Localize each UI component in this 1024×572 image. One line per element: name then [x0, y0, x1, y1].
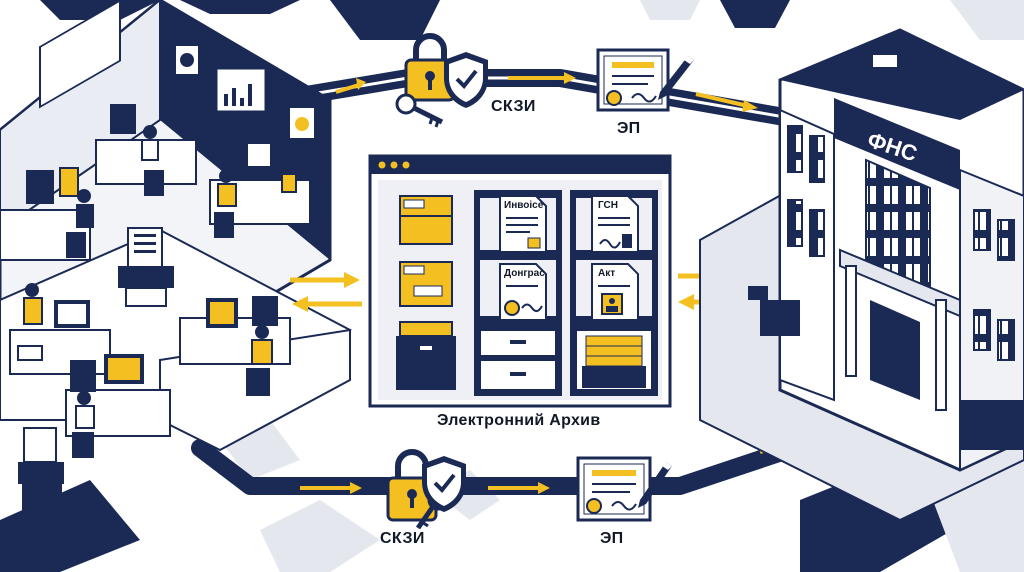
archive-window: Инвоісе Донграс ГСН Акт: [368, 154, 672, 408]
certificate-icon: [596, 48, 670, 112]
top-crypto-icons: [395, 33, 488, 128]
left-exchange-arrows: [290, 272, 362, 312]
contract-document-title: Донграс: [504, 268, 545, 279]
top-signature-label: ЭП: [617, 120, 641, 137]
left-office: [0, 0, 352, 520]
archive-caption: Электронний Архив: [437, 412, 601, 429]
folder-icon: [399, 261, 453, 307]
certificate-icon: [576, 456, 652, 522]
gsn-document-title: ГСН: [598, 200, 618, 211]
arrow-icon: [695, 92, 749, 108]
act-document: Акт: [591, 263, 639, 321]
top-flow-path: [291, 69, 799, 127]
pen-icon: [658, 56, 694, 100]
bottom-crypto-label: СКЗИ: [380, 530, 425, 547]
invoice-document-title: Инвоісе: [504, 200, 544, 211]
gsn-document: ГСН: [591, 195, 639, 253]
act-document-title: Акт: [598, 268, 615, 279]
arrow-icon: [356, 78, 366, 90]
tax-office-building: ФНС: [699, 28, 1024, 522]
pen-icon: [638, 462, 672, 508]
folder-icon: [396, 321, 456, 390]
folder-column: [396, 195, 456, 390]
top-crypto-label: СКЗИ: [491, 98, 536, 115]
bottom-signature-label: ЭП: [600, 530, 624, 547]
shield-check-icon: [422, 456, 466, 512]
invoice-document: Инвоісе: [499, 195, 547, 253]
bottom-signature-icons: [576, 456, 672, 522]
folder-icon: [399, 195, 453, 245]
key-icon: [395, 93, 444, 128]
contract-document: Донграс: [499, 263, 547, 321]
bottom-crypto-icons: [386, 449, 466, 530]
top-signature-icons: [596, 48, 694, 112]
shield-check-icon: [444, 52, 488, 108]
